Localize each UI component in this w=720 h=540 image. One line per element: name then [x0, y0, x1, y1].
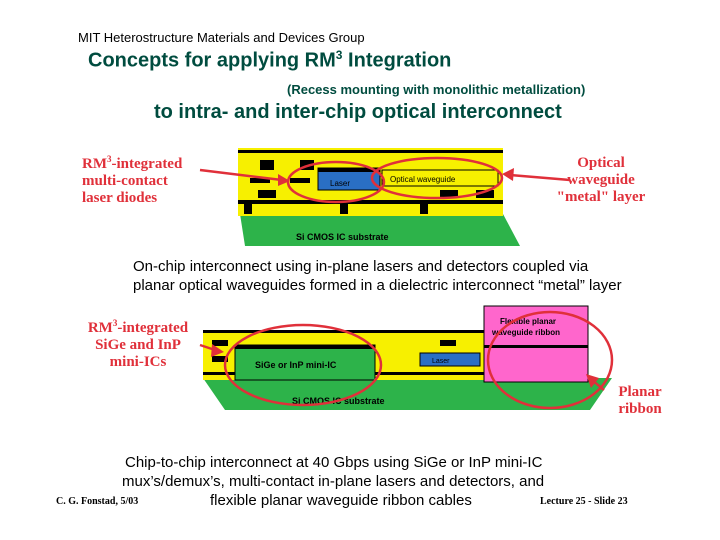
top-right-label: Optical waveguide "metal" layer [556, 155, 646, 205]
top-laser-highlight [286, 160, 386, 204]
top-left-label: RM3-integrated multi-contact laser diode… [82, 154, 183, 206]
slide-subtitle: (Recess mounting with monolithic metalli… [287, 82, 586, 97]
bottom-caption: Chip-to-chip interconnect at 40 Gbps usi… [122, 454, 545, 509]
svg-text:Optical waveguide: Optical waveguide [390, 175, 456, 184]
top-substrate [240, 214, 520, 246]
footer-author: C. G. Fonstad, 5/03 [56, 496, 139, 507]
top-caption: On-chip interconnect using in-plane lase… [133, 258, 622, 294]
svg-text:Laser: Laser [330, 179, 350, 188]
bottom-laser [419, 352, 481, 367]
bottom-cross-section: SiGe or InP mini-IC Laser Flexible plana… [199, 305, 614, 410]
slide-title: Concepts for applying RM3 Integration [88, 48, 452, 72]
top-metal-line [238, 150, 503, 153]
bottom-ribbon-highlight [486, 310, 614, 410]
bottom-right-label: Planar ribbon [618, 384, 662, 417]
bottom-substrate [203, 378, 612, 410]
svg-text:Flexible planar: Flexible planar [500, 317, 556, 326]
bottom-ribbon [483, 305, 589, 383]
bottom-mini-ic [234, 344, 376, 381]
svg-text:Si CMOS IC substrate: Si CMOS IC substrate [296, 232, 389, 242]
group-name: MIT Heterostructure Materials and Device… [78, 30, 365, 45]
svg-text:Laser: Laser [432, 358, 450, 365]
svg-text:waveguide ribbon: waveguide ribbon [491, 328, 560, 337]
slide-title-line2: to intra- and inter-chip optical interco… [154, 101, 562, 123]
footer-slide-number: Lecture 25 - Slide 23 [540, 496, 628, 507]
svg-text:SiGe or InP mini-IC: SiGe or InP mini-IC [255, 360, 337, 370]
bottom-left-label: RM3-integrated SiGe and InP mini-ICs [87, 318, 189, 370]
top-cross-section: Laser Optical waveguide Si CMOS IC subst… [199, 148, 571, 246]
top-waveguide-highlight [370, 156, 504, 200]
bottom-miniic-highlight [223, 323, 383, 407]
top-metal-line [238, 200, 503, 204]
